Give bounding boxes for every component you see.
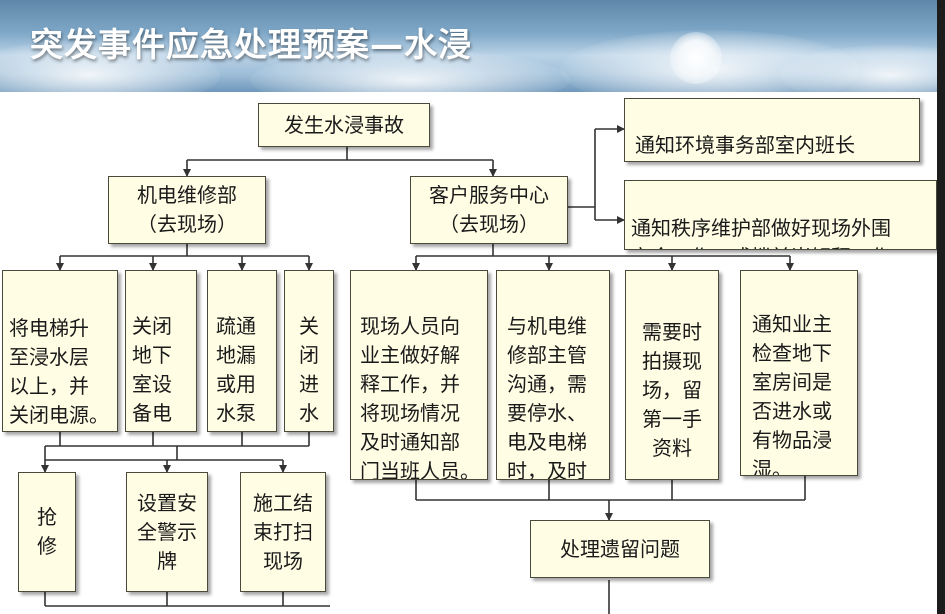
node-label: 施工结 束打扫 现场 xyxy=(253,490,313,573)
node-label: 需要时 拍摄现 场，留 第一手 资料 xyxy=(642,320,702,460)
node-coordinate: 与机电维 修部主管 沟通，需 要停水、 电及电梯 时，及时 张贴通知。 xyxy=(496,270,610,480)
node-drain: 疏通 地漏 或用 水泵 排水 xyxy=(207,270,277,432)
node-label: 通知环境事务部室内班长 安排人员配合清扫现场。 xyxy=(635,133,855,157)
node-label: 机电维修部 （去现场） xyxy=(137,183,237,236)
node-repair: 抢 修 xyxy=(18,472,76,592)
node-label: 通知秩序维护部做好现场外围 安全工作，或楼前岗解释工作 xyxy=(631,216,891,249)
node-mep-department: 机电维修部 （去现场） xyxy=(108,176,266,244)
node-label: 客户服务中心 （去现场） xyxy=(429,183,549,236)
cloud-decoration xyxy=(250,50,570,92)
node-label: 疏通 地漏 或用 水泵 排水 xyxy=(216,314,256,431)
node-elevator: 将电梯升 至浸水层 以上，并 关闭电源。 xyxy=(2,270,118,432)
node-label: 将电梯升 至浸水层 以上，并 关闭电源。 xyxy=(9,316,109,427)
node-label: 抢 修 xyxy=(37,505,57,558)
sun-glow xyxy=(670,32,722,84)
page-title: 突发事件应急处理预案—水浸 xyxy=(30,25,472,64)
screen-edge xyxy=(937,0,945,614)
node-label: 发生水浸事故 xyxy=(284,112,404,137)
node-residual-issues: 处理遗留问题 xyxy=(530,520,710,578)
node-notify-order: 通知秩序维护部做好现场外围 安全工作，或楼前岗解释工作 xyxy=(624,180,937,250)
title-banner: 突发事件应急处理预案—水浸 xyxy=(0,0,945,92)
node-water-incident: 发生水浸事故 xyxy=(258,103,430,147)
node-label: 现场人员向 业主做好解 释工作，并 将现场情况 及时通知部 门当班人员。 xyxy=(360,314,480,480)
node-label: 与机电维 修部主管 沟通，需 要停水、 电及电梯 时，及时 张贴通知。 xyxy=(507,314,587,480)
node-notify-environment: 通知环境事务部室内班长 安排人员配合清扫现场。 xyxy=(624,98,920,162)
node-label: 关 闭 进 水 阀 xyxy=(299,314,319,431)
node-warning-sign: 设置安 全警示 牌 xyxy=(126,472,208,592)
node-valve: 关 闭 进 水 阀 xyxy=(284,270,334,432)
node-cleanup: 施工结 束打扫 现场 xyxy=(240,472,326,592)
node-owner-check: 通知业主 检查地下 室房间是 否进水或 有物品浸 湿。 xyxy=(740,270,858,476)
node-label: 通知业主 检查地下 室房间是 否进水或 有物品浸 湿。 xyxy=(752,312,832,476)
node-label: 处理遗留问题 xyxy=(560,536,680,561)
node-explain: 现场人员向 业主做好解 释工作，并 将现场情况 及时通知部 门当班人员。 xyxy=(350,270,488,480)
node-basement-power: 关闭 地下 室设 备电 源 xyxy=(125,270,197,432)
node-photo: 需要时 拍摄现 场，留 第一手 资料 xyxy=(625,270,719,480)
node-label: 设置安 全警示 牌 xyxy=(137,490,197,573)
node-customer-service: 客户服务中心 （去现场） xyxy=(410,176,568,244)
node-label: 关闭 地下 室设 备电 源 xyxy=(132,314,172,431)
